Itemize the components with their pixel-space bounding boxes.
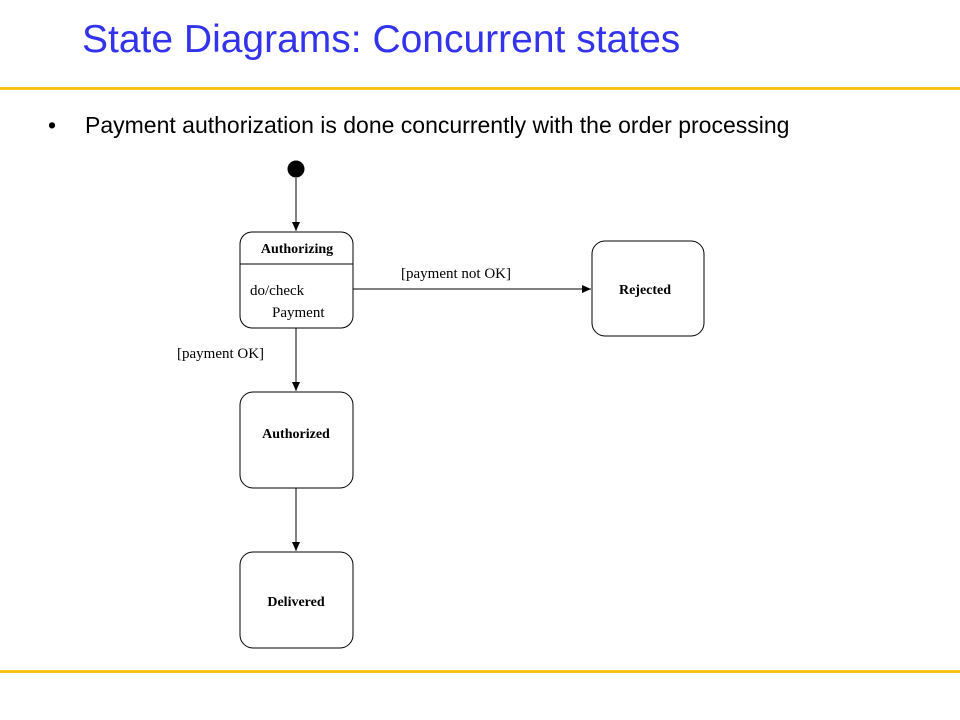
- bottom-divider: [0, 670, 960, 673]
- state-authorizing: Authorizing do/check Payment: [239, 231, 354, 329]
- bullet-item: • Payment authorization is done concurren…: [48, 112, 789, 139]
- slide-title: State Diagrams: Concurrent states: [82, 18, 681, 61]
- state-authorized: Authorized: [239, 391, 354, 489]
- top-divider: [0, 87, 960, 90]
- state-authorizing-activity-1: do/check: [250, 283, 305, 299]
- state-authorized-name: Authorized: [262, 427, 330, 442]
- state-rejected-name: Rejected: [619, 283, 671, 298]
- state-authorizing-activity-2: Payment: [272, 305, 325, 321]
- state-delivered-name: Delivered: [267, 595, 324, 610]
- bullet-marker: •: [48, 112, 57, 138]
- initial-state: [287, 160, 305, 178]
- bullet-text: Payment authorization is done concurrent…: [85, 112, 790, 138]
- state-authorizing-name: Authorizing: [261, 242, 333, 257]
- state-delivered: Delivered: [239, 551, 354, 649]
- transition-not-ok-label: [payment not OK]: [401, 266, 511, 282]
- transition-ok-label: [payment OK]: [177, 346, 264, 362]
- state-rejected: Rejected: [591, 240, 705, 337]
